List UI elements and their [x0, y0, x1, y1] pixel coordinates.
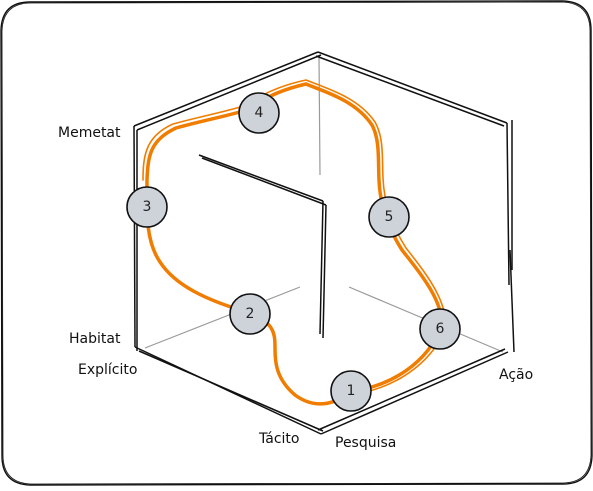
node-6-circle: [419, 308, 461, 350]
node-2[interactable]: 2: [229, 293, 271, 335]
label-tacito: Tácito: [258, 431, 299, 447]
node-5[interactable]: 5: [368, 196, 410, 238]
cube-outline: [133, 51, 515, 435]
node-4-circle: [238, 92, 280, 134]
node-4-label: 4: [255, 105, 264, 121]
node-1[interactable]: 1: [330, 370, 372, 412]
label-acao: Ação: [499, 367, 533, 383]
label-habitat: Habitat: [69, 331, 121, 347]
node-1-circle: [330, 370, 372, 412]
process-path: [142, 79, 447, 406]
node-3-label: 3: [143, 199, 152, 215]
label-memetat: Memetat: [58, 125, 121, 141]
node-5-circle: [368, 196, 410, 238]
node-2-circle: [229, 293, 271, 335]
node-3[interactable]: 3: [126, 186, 168, 228]
label-pesquisa: Pesquisa: [335, 435, 396, 451]
label-explicito: Explícito: [78, 362, 137, 378]
node-1-label: 1: [347, 383, 356, 399]
node-5-label: 5: [385, 209, 394, 225]
node-3-circle: [126, 186, 168, 228]
node-6-label: 6: [436, 321, 445, 337]
node-6[interactable]: 6: [419, 308, 461, 350]
node-4[interactable]: 4: [238, 92, 280, 134]
node-2-label: 2: [246, 306, 255, 322]
